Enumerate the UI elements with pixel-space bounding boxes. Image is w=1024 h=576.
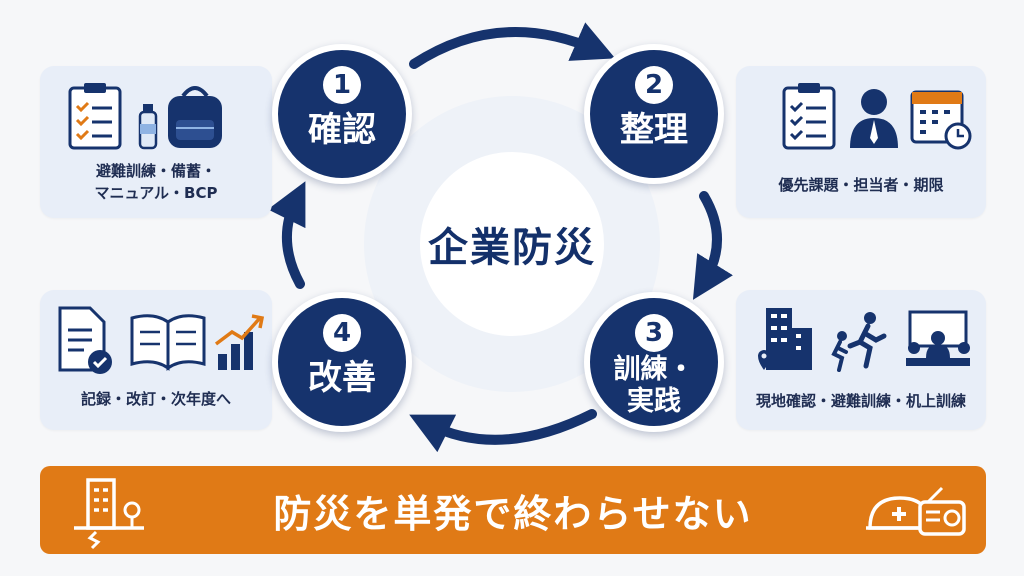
- step-number-badge: 2: [635, 66, 673, 104]
- step-number-badge: 3: [635, 314, 673, 352]
- slogan-text: 防災を単発で終わらせない: [273, 491, 753, 536]
- card-caption: 記録・改訂・次年度へ: [40, 388, 272, 410]
- arrow-2-to-3: [692, 191, 733, 300]
- running-people-icon: [831, 312, 887, 372]
- open-book-icon: [130, 314, 206, 371]
- meeting-table-icon: [906, 310, 970, 366]
- calendar-clock-icon: [910, 90, 972, 150]
- caption-line: 現地確認・避難訓練・机上訓練: [755, 392, 966, 410]
- slogan-banner: 防災を単発で終わらせない: [40, 466, 986, 554]
- clipboard-checklist-icon: [68, 83, 122, 150]
- step-label: 訓練・ 実践: [613, 354, 695, 417]
- card-caption: 現地確認・避難訓練・机上訓練: [736, 390, 986, 412]
- backpack-icon: [168, 86, 222, 148]
- step-1-circle: 1 確認: [272, 44, 412, 184]
- card-improve: 記録・改訂・次年度へ: [40, 290, 272, 430]
- step-number-badge: 1: [323, 66, 361, 104]
- step-label: 確認: [308, 110, 376, 150]
- water-bottle-icon: [138, 104, 158, 150]
- step-number-badge: 4: [323, 314, 361, 352]
- person-icon: [850, 89, 898, 148]
- building-map-pin-icon: [758, 308, 812, 370]
- arrow-3-to-4: [409, 409, 597, 453]
- caption-line: マニュアル・BCP: [94, 184, 218, 202]
- earthquake-building-icon: [74, 478, 144, 550]
- checklist-icon: [782, 83, 836, 150]
- card-practice: 現地確認・避難訓練・机上訓練: [736, 290, 986, 430]
- step-3-circle: 3 訓練・ 実践: [584, 292, 724, 432]
- caption-line: 避難訓練・備蓄・: [95, 162, 216, 180]
- card-caption: 優先課題・担当者・期限: [736, 174, 986, 196]
- arrow-1-to-2: [409, 22, 616, 69]
- arrow-4-to-1: [267, 181, 306, 289]
- growth-chart-icon: [214, 314, 265, 370]
- step-label: 改善: [308, 358, 376, 398]
- card-caption: 避難訓練・備蓄・ マニュアル・BCP: [40, 160, 272, 204]
- helmet-radio-icon: [866, 486, 966, 536]
- caption-line: 優先課題・担当者・期限: [778, 176, 944, 194]
- step-4-circle: 4 改善: [272, 292, 412, 432]
- caption-line: 記録・改訂・次年度へ: [80, 390, 231, 408]
- center-title: 企業防災: [428, 225, 596, 271]
- step-2-circle: 2 整理: [584, 44, 724, 184]
- card-confirm: 避難訓練・備蓄・ マニュアル・BCP: [40, 66, 272, 218]
- card-organize: 優先課題・担当者・期限: [736, 66, 986, 218]
- document-check-icon: [58, 306, 112, 374]
- center-disc: [420, 152, 604, 336]
- step-label: 整理: [620, 110, 688, 150]
